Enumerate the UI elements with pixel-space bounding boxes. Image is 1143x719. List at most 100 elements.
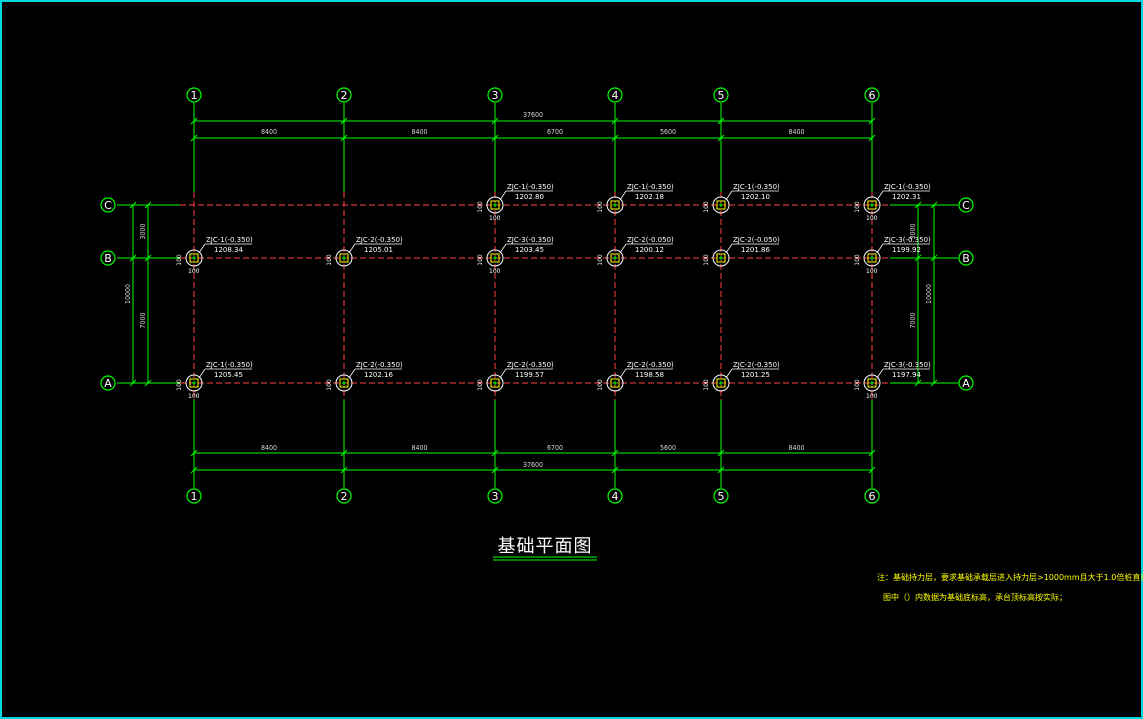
grid-bubble-left-B — [100, 250, 116, 266]
grid-bubble-right-A — [958, 375, 974, 391]
pile-circle — [486, 249, 504, 267]
dim-span-bottom-label: 8400 — [261, 444, 277, 452]
dim-total-left-label: 10000 — [124, 284, 132, 304]
offset-label: 100 — [703, 379, 710, 391]
offset-label: 100 — [854, 201, 861, 213]
foundation-elevation: 1199.57 — [515, 371, 544, 379]
offset-label: 100 — [176, 254, 183, 266]
offset-label: 100 — [489, 215, 501, 222]
foundation-elevation: 1202.31 — [892, 193, 921, 201]
leader-line — [499, 190, 507, 201]
offset-label: 100 — [176, 379, 183, 391]
note-line-1: 注：基础持力层，要求基础承载层进入持力层>1000mm且大于1.0倍桩直径， — [877, 572, 1143, 582]
foundation-elevation: 1201.86 — [741, 246, 770, 254]
pile-cap-marker — [610, 200, 620, 210]
dim-tick — [190, 117, 198, 125]
foundation-pile: ZJC-1(-0.350) 1208.34 100 100 — [176, 236, 253, 275]
pile-cap-marker — [189, 378, 199, 388]
dim-total-right-label: 10000 — [925, 284, 933, 304]
leader-line — [619, 190, 627, 201]
foundation-code: ZJC-3(-0.350) — [884, 236, 931, 244]
dim-tick — [611, 117, 619, 125]
dim-tick — [868, 117, 876, 125]
dim-tick — [340, 117, 348, 125]
grid-bubble-bottom-5-label: 5 — [718, 490, 725, 503]
dim-tick — [491, 449, 499, 457]
grid-bubble-bottom-6-label: 6 — [869, 490, 876, 503]
dim-tick — [930, 201, 938, 209]
offset-label: 100 — [703, 201, 710, 213]
offset-label: 100 — [188, 393, 200, 400]
dim-tick — [190, 466, 198, 474]
foundation-code: ZJC-2(-0.350) — [733, 361, 780, 369]
foundation-code: ZJC-1(-0.350) — [627, 183, 674, 191]
offset-label: 100 — [477, 379, 484, 391]
foundation-elevation: 1202.18 — [635, 193, 664, 201]
grid-bubble-top-5 — [713, 87, 729, 103]
dim-tick — [930, 254, 938, 262]
dim-tick — [144, 254, 152, 262]
dim-tick — [868, 449, 876, 457]
foundation-elevation: 1199.92 — [892, 246, 921, 254]
dim-span-top-label: 6700 — [547, 128, 563, 136]
dim-span-top-label: 8400 — [788, 128, 804, 136]
grid-bubble-bottom-3 — [487, 488, 503, 504]
grid-bubble-right-C — [958, 197, 974, 213]
dim-span-top-label: 8400 — [261, 128, 277, 136]
grid-bubble-left-C — [100, 197, 116, 213]
foundation-elevation: 1205.01 — [364, 246, 393, 254]
dim-span-left-label: 7000 — [139, 312, 147, 328]
pile-cap-marker — [339, 253, 349, 263]
dim-tick — [930, 379, 938, 387]
foundation-code: ZJC-2(-0.050) — [627, 236, 674, 244]
pile-cap-marker — [867, 200, 877, 210]
grid-bubble-right-B — [958, 250, 974, 266]
pile-cap-marker — [716, 253, 726, 263]
offset-label: 100 — [703, 254, 710, 266]
pile-circle — [863, 249, 881, 267]
leader-line — [619, 243, 627, 254]
grid-bubble-top-5-label: 5 — [718, 89, 725, 102]
dim-tick — [491, 134, 499, 142]
foundation-elevation: 1200.12 — [635, 246, 664, 254]
dim-tick — [340, 449, 348, 457]
foundation-elevation: 1208.34 — [214, 246, 243, 254]
grid-bubble-top-6-label: 6 — [869, 89, 876, 102]
pile-circle — [185, 374, 203, 392]
dim-tick — [611, 466, 619, 474]
dim-tick — [914, 254, 922, 262]
foundation-code: ZJC-2(-0.350) — [627, 361, 674, 369]
grid-bubble-bottom-4-label: 4 — [612, 490, 619, 503]
grid-bubble-right-B-label: B — [962, 252, 970, 265]
pile-circle — [335, 249, 353, 267]
pile-circle — [486, 196, 504, 214]
foundation-elevation: 1202.10 — [741, 193, 770, 201]
pile-circle — [712, 249, 730, 267]
pile-cap-marker — [610, 253, 620, 263]
offset-label: 100 — [188, 268, 200, 275]
pile-cap-marker — [867, 253, 877, 263]
grid-bubble-top-3 — [487, 87, 503, 103]
leader-line — [348, 243, 356, 254]
dim-tick — [340, 466, 348, 474]
dim-tick — [914, 201, 922, 209]
pile-cap-marker — [610, 378, 620, 388]
foundation-code: ZJC-1(-0.350) — [206, 236, 253, 244]
dim-tick — [340, 134, 348, 142]
dim-tick — [491, 117, 499, 125]
leader-line — [619, 368, 627, 379]
dim-tick — [717, 449, 725, 457]
dim-tick — [868, 466, 876, 474]
offset-label: 100 — [326, 379, 333, 391]
dim-tick — [717, 134, 725, 142]
pile-cap-marker — [490, 378, 500, 388]
